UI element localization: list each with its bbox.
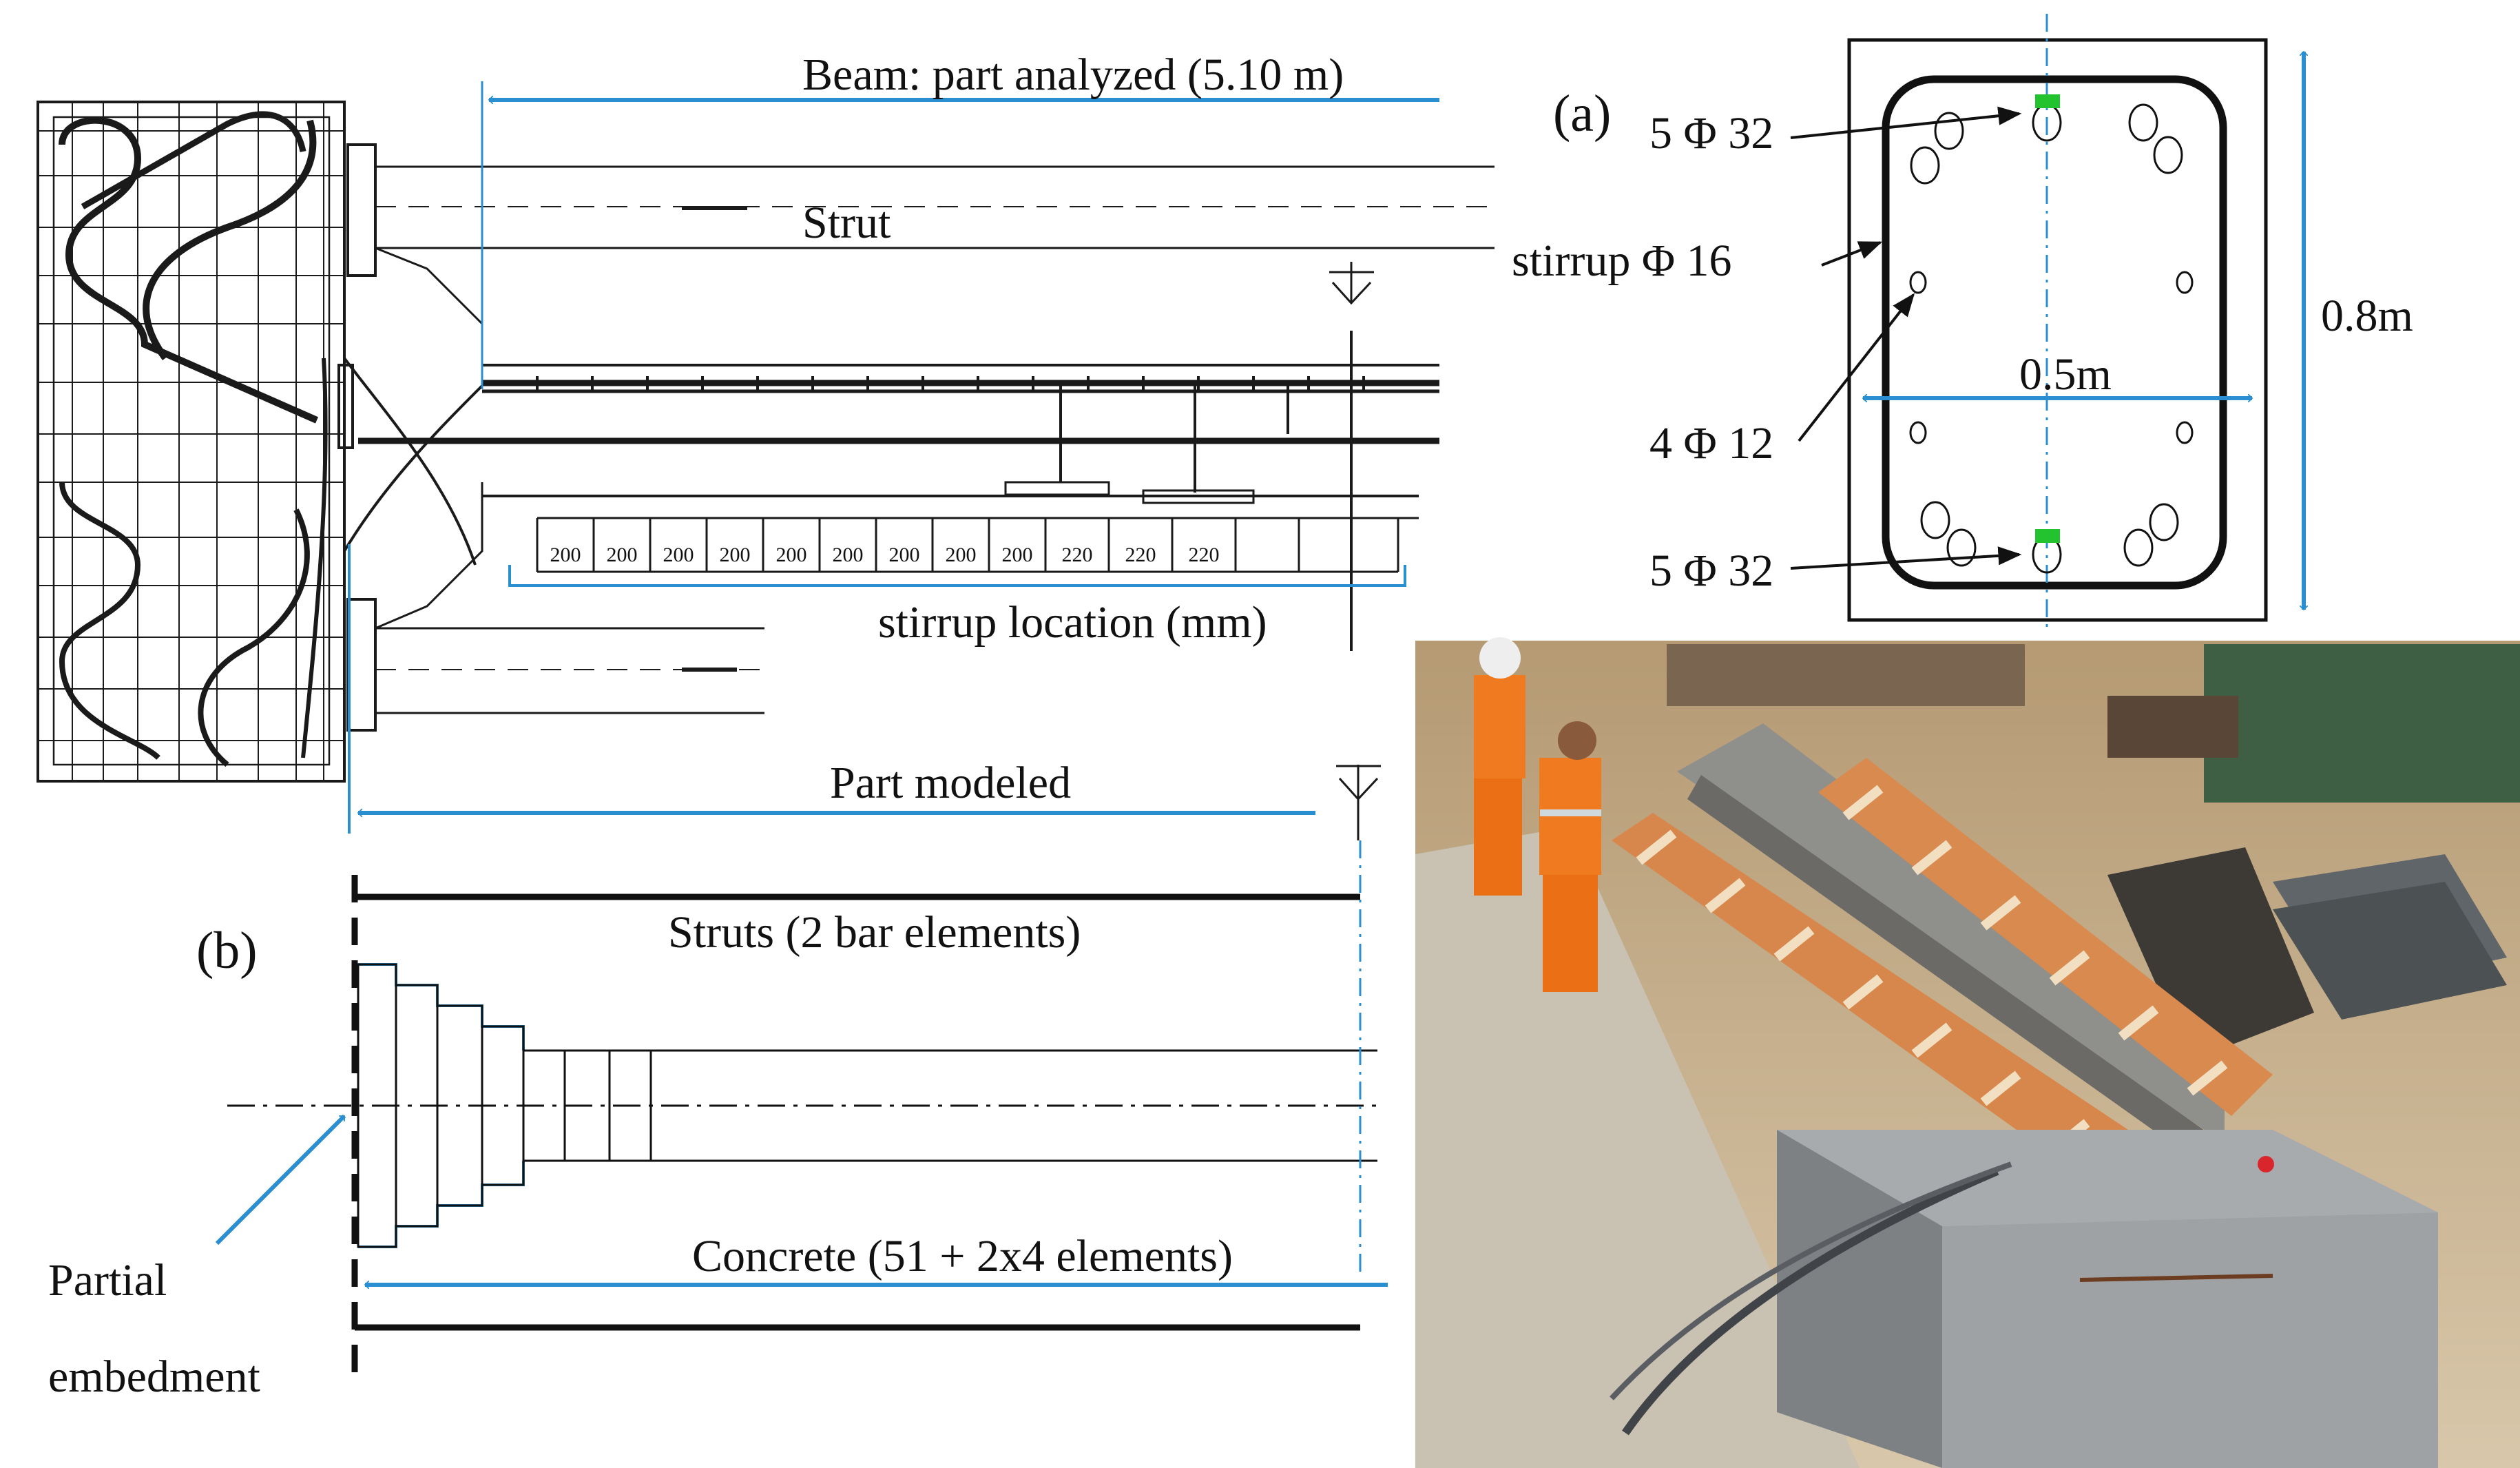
panel-b-label: (b)	[196, 922, 258, 980]
spacing-value: 200	[720, 544, 751, 566]
embedment-label: embedment	[48, 1352, 260, 1402]
bottom-bars-label: 5 Φ 32	[1649, 546, 1773, 596]
spacing-value: 200	[776, 544, 807, 566]
beam-end-drawing	[37, 101, 1495, 783]
spacing-value: 220	[1125, 544, 1156, 566]
stirrup-location-brace	[508, 565, 1406, 587]
spacing-value: 200	[889, 544, 920, 566]
spacing-value: 200	[663, 544, 694, 566]
fe-model	[215, 840, 1388, 1378]
beam-analyzed-arrow	[481, 81, 1439, 389]
stirrup-spacing-values: 200 200 200 200 200 200 200 200 200 220 …	[550, 544, 1220, 566]
spacing-value: 200	[550, 544, 581, 566]
top-bars-label: 5 Φ 32	[1649, 108, 1773, 158]
part-modeled-arrow	[348, 544, 1315, 834]
spacing-value: 220	[1189, 544, 1220, 566]
concrete-elements-label: Concrete (51 + 2x4 elements)	[692, 1231, 1233, 1281]
spacing-value: 200	[833, 544, 864, 566]
spacing-value: 200	[607, 544, 638, 566]
beam-analyzed-label: Beam: part analyzed (5.10 m)	[802, 50, 1344, 100]
spacing-value: 200	[1002, 544, 1033, 566]
symmetry-symbol	[1336, 765, 1381, 840]
spacing-value: 200	[946, 544, 977, 566]
strut-label: Strut	[802, 198, 891, 248]
cross-section	[1790, 14, 2304, 634]
part-modeled-label: Part modeled	[830, 758, 1071, 808]
partial-label: Partial	[48, 1255, 167, 1305]
construction-site-photo	[1415, 637, 2520, 1468]
panel-a-label: (a)	[1553, 85, 1611, 143]
struts-elements-label: Struts (2 bar elements)	[668, 907, 1081, 958]
stirrup-location-label: stirrup location (mm)	[878, 597, 1267, 648]
spacing-value: 220	[1062, 544, 1093, 566]
width-label: 0.5m	[2019, 349, 2112, 400]
side-bars-label: 4 Φ 12	[1649, 418, 1773, 468]
stirrup-diameter-label: stirrup Φ 16	[1512, 236, 1732, 286]
height-label: 0.8m	[2321, 291, 2413, 341]
